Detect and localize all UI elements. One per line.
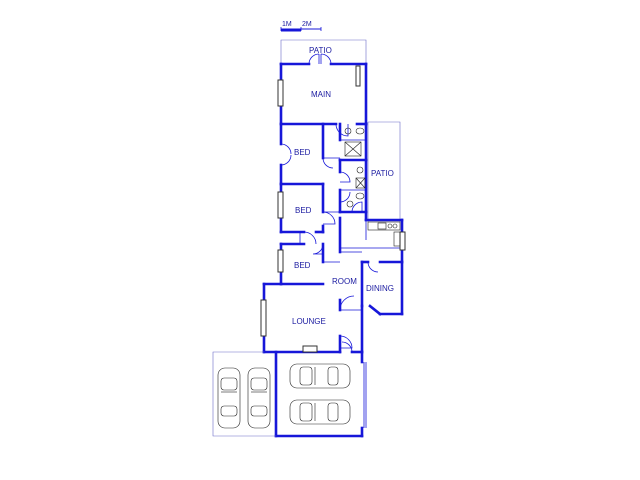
stove-burner bbox=[387, 223, 393, 229]
door-bed-3-closet bbox=[303, 231, 317, 245]
window-lounge bbox=[260, 299, 267, 337]
shower-2 bbox=[355, 177, 366, 189]
room-label-dining: DINING bbox=[366, 284, 394, 293]
door-bed-3 bbox=[312, 243, 324, 255]
room-label-bed-3: BED bbox=[294, 261, 311, 270]
basin-3 bbox=[346, 200, 354, 208]
fridge bbox=[393, 231, 401, 247]
shower-1 bbox=[344, 141, 362, 157]
interior-lines bbox=[212, 139, 402, 437]
fireplace bbox=[302, 345, 318, 353]
door-patio-side bbox=[351, 201, 363, 213]
windows bbox=[260, 65, 406, 353]
basin-2 bbox=[356, 166, 364, 174]
door-lounge-2 bbox=[339, 335, 353, 349]
window-bed-2 bbox=[277, 191, 284, 219]
room-label-main: MAIN bbox=[311, 90, 331, 99]
bathroom-fixtures bbox=[344, 127, 366, 208]
toilet-2 bbox=[355, 192, 365, 200]
door-garage bbox=[341, 341, 353, 353]
room-label-bed-1: BED bbox=[294, 148, 311, 157]
scale-label-2m: 2M bbox=[302, 21, 312, 28]
door-lounge bbox=[339, 295, 355, 311]
doors bbox=[280, 123, 379, 353]
side-patio: PATIO bbox=[367, 121, 401, 222]
door-bath-2 bbox=[339, 191, 351, 203]
room-label-room: ROOM bbox=[332, 277, 357, 286]
scale-bar: 1M 2M bbox=[280, 21, 322, 32]
car-icon bbox=[289, 363, 351, 389]
room-label-lounge: LOUNGE bbox=[292, 317, 326, 326]
room-label-bed-2: BED bbox=[295, 206, 312, 215]
door-main bbox=[335, 123, 349, 137]
kitchen-fixtures bbox=[367, 221, 401, 247]
window-bed-3 bbox=[277, 249, 284, 273]
vehicles bbox=[217, 363, 351, 429]
kitchen-sink bbox=[377, 222, 387, 230]
scale-label-1m: 1M bbox=[282, 21, 292, 28]
window-main bbox=[277, 79, 284, 107]
door-bed-1-closet bbox=[280, 143, 292, 166]
toilet-1 bbox=[355, 127, 365, 135]
room-label-patio-top: PATIO bbox=[309, 46, 332, 55]
room-label-patio-side: PATIO bbox=[371, 169, 394, 178]
door-dining bbox=[367, 261, 379, 273]
door-bed-2 bbox=[322, 211, 336, 225]
top-patio: PATIO bbox=[280, 39, 367, 65]
car-icon bbox=[217, 367, 241, 429]
room-labels: MAIN BED BED BED ROOM DINING LOUNGE bbox=[292, 90, 394, 326]
door-bed-1 bbox=[322, 157, 334, 169]
walls bbox=[262, 62, 404, 438]
window-kitchen bbox=[399, 231, 406, 251]
kitchen-counter bbox=[367, 221, 401, 231]
car-icon bbox=[289, 399, 351, 425]
window-main-right bbox=[355, 65, 361, 87]
car-icon bbox=[247, 367, 271, 429]
basin-1 bbox=[344, 127, 352, 135]
door-bath bbox=[339, 171, 351, 183]
